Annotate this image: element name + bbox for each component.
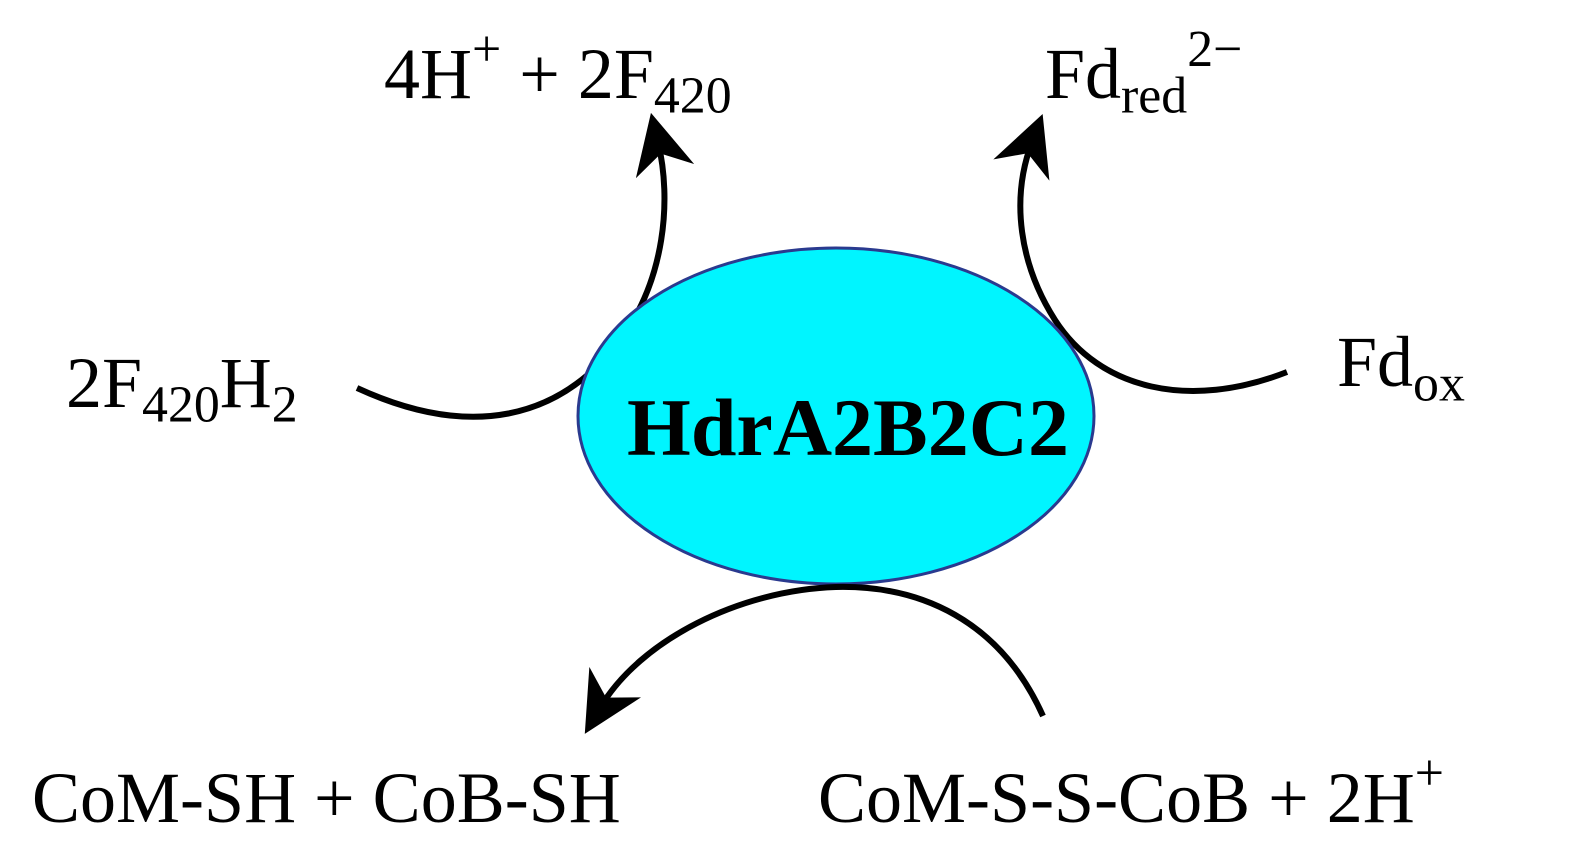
fdred-sub: red bbox=[1121, 67, 1188, 125]
species-thiols: CoM-SH + CoB-SH bbox=[32, 762, 621, 834]
fdred-charge: 2− bbox=[1187, 20, 1243, 78]
species-fd-ox: Fdox bbox=[1337, 326, 1465, 410]
arrow-heterodisulfide-to-thiols bbox=[584, 583, 1046, 734]
fdox-base: Fd bbox=[1337, 322, 1414, 402]
species-fd-red: Fdred2− bbox=[1045, 23, 1242, 121]
fdox-sub: ox bbox=[1413, 355, 1465, 413]
products-plus-charge: + bbox=[472, 20, 502, 78]
species-heterodisulfide: CoM-S-S-CoB + 2H+ bbox=[818, 747, 1444, 834]
products-4h: 4H bbox=[384, 34, 472, 114]
f420h2-sub2: 2 bbox=[271, 376, 298, 434]
thiols-text: CoM-SH + CoB-SH bbox=[32, 758, 621, 838]
products-sub420: 420 bbox=[653, 67, 732, 125]
enzyme-label: HdrA2B2C2 bbox=[627, 382, 1069, 473]
heterodisulfide-charge: + bbox=[1414, 744, 1444, 802]
heterodisulfide-text: CoM-S-S-CoB + 2H bbox=[818, 758, 1415, 838]
species-f420h2: 2F420H2 bbox=[66, 347, 298, 431]
fdred-base: Fd bbox=[1045, 34, 1122, 114]
arrow-fdox-to-fdred bbox=[993, 113, 1289, 394]
products-2f: + 2F bbox=[501, 34, 654, 114]
f420h2-h: H bbox=[219, 343, 272, 423]
f420h2-sub420: 420 bbox=[142, 376, 220, 434]
species-f420-products: 4H+ + 2F420 bbox=[384, 23, 732, 121]
f420h2-coef: 2F bbox=[66, 343, 143, 423]
